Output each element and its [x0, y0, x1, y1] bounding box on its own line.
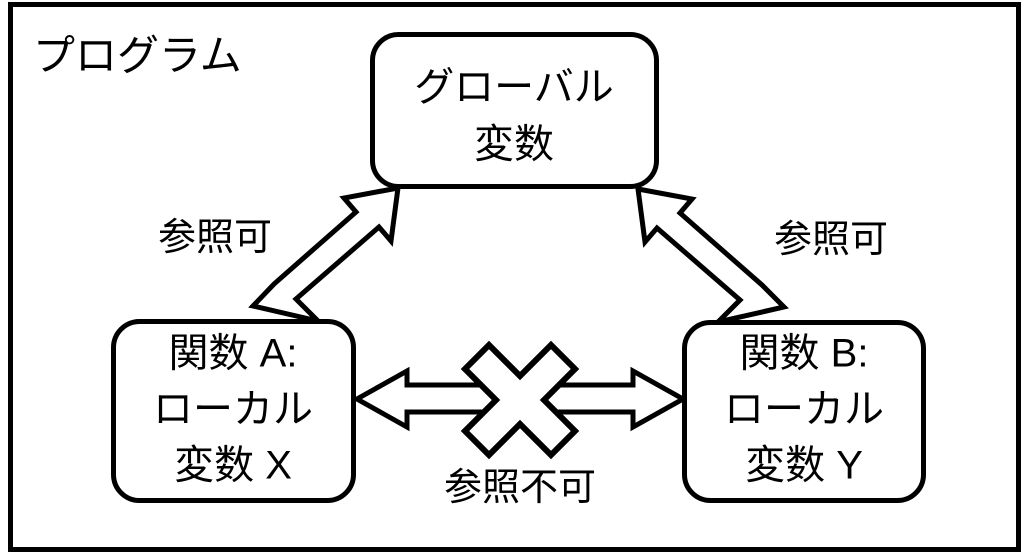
node-function-b[interactable] — [682, 320, 926, 503]
cross-mark-icon — [460, 340, 580, 460]
edge-label-function-a-to-global: 参照可 — [158, 217, 272, 259]
node-function-a-line-2: ローカル — [153, 388, 313, 432]
arrow-function-a-to-global — [248, 184, 401, 326]
program-frame-title: プログラム — [33, 32, 242, 79]
node-global-variable[interactable] — [370, 32, 659, 189]
node-function-a[interactable] — [111, 319, 356, 503]
node-function-a-line-1: 関数 A: — [169, 332, 298, 376]
edge-label-function-b-to-global: 参照可 — [774, 219, 888, 261]
node-global-variable-line-2: 変数 — [474, 123, 554, 167]
node-function-b-line-3: 変数 Y — [745, 444, 863, 488]
node-global-variable-line-1: グローバル — [414, 66, 614, 110]
node-function-a-line-3: 変数 X — [174, 444, 292, 488]
edge-label-function-a-to-function-b: 参照不可 — [444, 467, 596, 509]
node-function-b-line-2: ローカル — [724, 388, 884, 432]
arrow-function-b-to-global — [635, 185, 789, 327]
node-function-b-line-1: 関数 B: — [740, 332, 869, 376]
